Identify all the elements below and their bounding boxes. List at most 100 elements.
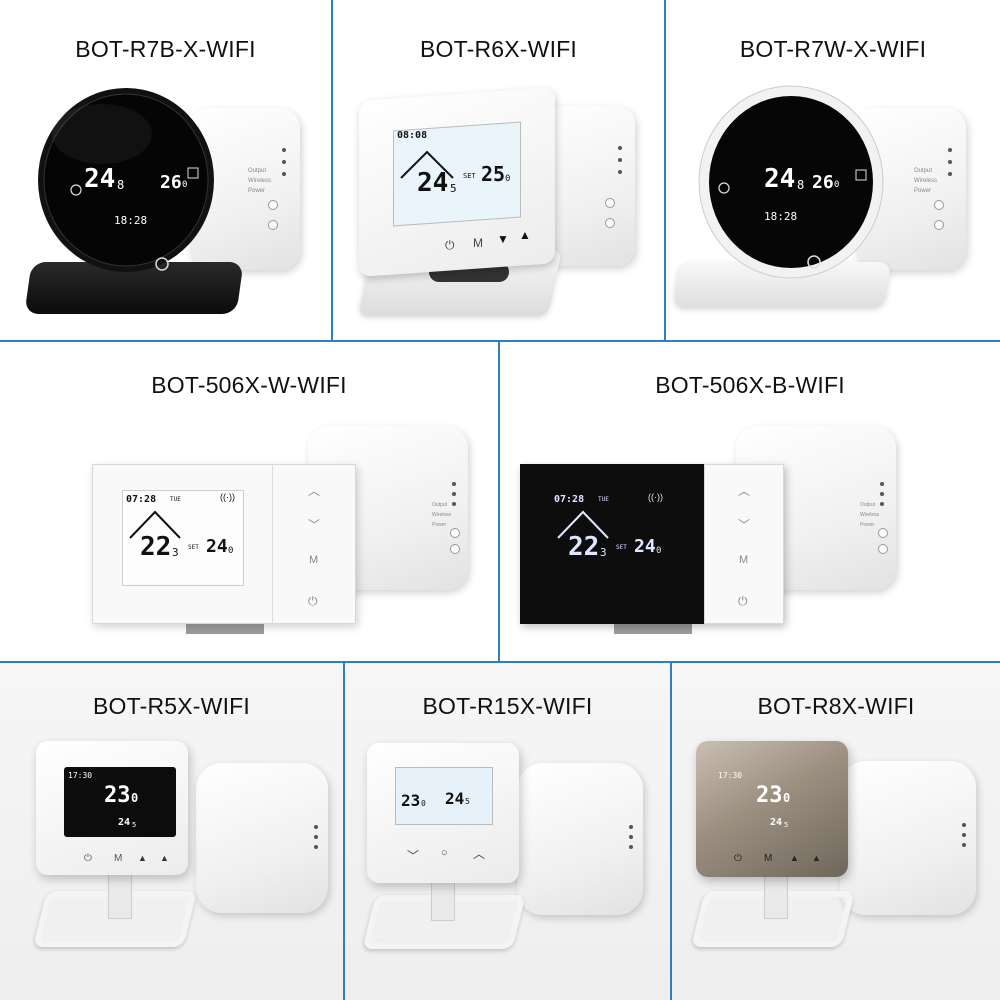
- round-thermostat-white: [698, 85, 884, 279]
- led-dot: [962, 833, 966, 837]
- led-dot: [618, 146, 622, 150]
- grid-divider: [0, 340, 1000, 342]
- led-dot: [880, 502, 884, 506]
- set-label: SET: [616, 544, 627, 551]
- arrow-up-icon[interactable]: ▲: [519, 228, 531, 242]
- led-dot: [880, 482, 884, 486]
- receiver-button[interactable]: [878, 528, 888, 538]
- receiver-button[interactable]: [934, 200, 944, 210]
- chevron-down-icon[interactable]: ﹀: [738, 518, 751, 532]
- clock-display: 07:28: [554, 494, 585, 505]
- arrow-up-icon[interactable]: ▲: [138, 853, 147, 863]
- current-temp-decimal: 0: [421, 799, 426, 808]
- led-dot: [452, 482, 456, 486]
- led-dot: [452, 492, 456, 496]
- led-dot: [948, 148, 952, 152]
- receiver-button[interactable]: [268, 200, 278, 210]
- power-icon[interactable]: ⏻: [445, 238, 455, 252]
- receiver-button[interactable]: [605, 198, 615, 208]
- led-dot: [314, 845, 318, 849]
- chevron-up-icon[interactable]: ︿: [738, 484, 751, 498]
- mode-m-icon[interactable]: M: [473, 236, 483, 250]
- led-dot: [948, 172, 952, 176]
- grid-divider: [664, 0, 666, 340]
- clock-display: 08:08: [397, 130, 428, 141]
- mode-button[interactable]: M: [764, 853, 773, 864]
- set-temp-decimal: 0: [505, 174, 511, 184]
- led-dot: [629, 835, 633, 839]
- led-dot: [618, 158, 622, 162]
- led-dot: [282, 160, 286, 164]
- set-temp-decimal: 0: [834, 180, 840, 190]
- product-title: BOT-R7W-X-WIFI: [739, 36, 927, 62]
- day-display: TUE: [170, 496, 181, 503]
- receiver-button[interactable]: [605, 218, 615, 228]
- wireless-receiver: [840, 761, 976, 915]
- current-temp: 24: [84, 164, 116, 194]
- clock-display: 17:30: [718, 771, 743, 780]
- house-icon: [400, 150, 454, 179]
- led-dot: [314, 835, 318, 839]
- set-temp: 24: [770, 817, 783, 828]
- led-dot: [629, 825, 633, 829]
- grid-divider: [670, 663, 672, 1000]
- clock-display: 07:28: [126, 494, 157, 505]
- set-temp: 24: [118, 817, 131, 828]
- led-dot: [962, 823, 966, 827]
- circle-button-icon[interactable]: ○: [441, 847, 448, 859]
- power-icon[interactable]: ⏻: [738, 594, 748, 608]
- set-temp: 24: [445, 789, 465, 808]
- current-temp: 23: [104, 783, 131, 808]
- set-temp: 24: [634, 536, 656, 557]
- chevron-up-icon[interactable]: ︿: [473, 847, 486, 861]
- chevron-up-icon[interactable]: ︿: [308, 484, 321, 498]
- current-temp-decimal: 3: [600, 546, 607, 559]
- receiver-button[interactable]: [934, 220, 944, 230]
- power-icon[interactable]: ⏻: [84, 853, 92, 864]
- receiver-button[interactable]: [450, 544, 460, 554]
- product-card-r5x: BOT-R5X-WIFI 17:30 23 0 24 5 ⏻ M ▲ ▲: [0, 663, 343, 1000]
- led-dot: [962, 843, 966, 847]
- current-temp: 24: [764, 164, 796, 194]
- mode-button[interactable]: M: [739, 554, 749, 566]
- product-title: BOT-506X-B-WIFI: [655, 372, 845, 398]
- day-display: TUE: [598, 496, 609, 503]
- set-temp: 26: [812, 172, 834, 193]
- receiver-button[interactable]: [878, 544, 888, 554]
- round-thermostat-black: [38, 88, 214, 272]
- lcd-screen: [395, 767, 493, 825]
- current-temp-decimal: 3: [172, 546, 179, 559]
- current-temp: 23: [756, 783, 783, 808]
- current-temp-decimal: 8: [797, 178, 805, 192]
- power-icon[interactable]: ⏻: [308, 594, 318, 608]
- led-dot: [314, 825, 318, 829]
- receiver-button[interactable]: [450, 528, 460, 538]
- arrow-up-icon[interactable]: ▲: [160, 853, 169, 863]
- arrow-down-icon[interactable]: ▼: [497, 232, 509, 246]
- mode-button[interactable]: M: [309, 554, 319, 566]
- product-title: BOT-R7B-X-WIFI: [75, 36, 256, 62]
- current-temp: 22: [568, 532, 600, 562]
- chevron-down-icon[interactable]: ﹀: [308, 518, 321, 532]
- arrow-up-icon[interactable]: ▲: [812, 853, 821, 863]
- led-dot: [629, 845, 633, 849]
- stand-post: [431, 877, 455, 921]
- arrow-up-icon[interactable]: ▲: [790, 853, 799, 863]
- led-dot: [452, 502, 456, 506]
- power-icon[interactable]: ⏻: [734, 853, 742, 864]
- current-temp: 22: [140, 532, 172, 562]
- grid-divider: [343, 663, 345, 1000]
- receiver-button[interactable]: [268, 220, 278, 230]
- mode-button[interactable]: M: [114, 853, 123, 864]
- led-dot: [948, 160, 952, 164]
- set-temp-decimal: 5: [784, 821, 789, 829]
- set-temp: 24: [206, 536, 228, 557]
- chevron-down-icon[interactable]: ﹀: [407, 849, 420, 863]
